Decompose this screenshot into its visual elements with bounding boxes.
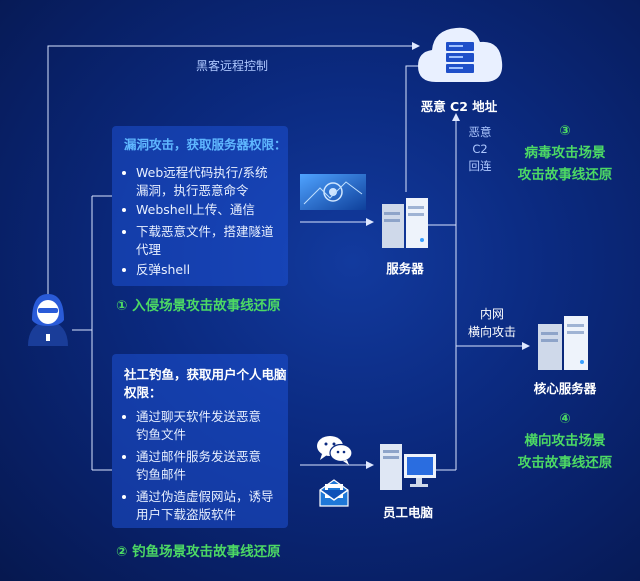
c2-callback-label: 恶意 C2 回连 [468, 125, 492, 173]
scene-phishing: ② 钓鱼场景攻击故事线还原 [116, 544, 281, 560]
phishing-item-1: 通过聊天软件发送恶意 钓鱼文件 [121, 409, 262, 442]
core-server-icon [538, 316, 588, 370]
lateral-attack-label: 内网 横向攻击 [467, 307, 516, 339]
c2-label: 恶意 C2 地址 [420, 99, 498, 114]
intrusion-item-3: 下载恶意文件，搭建隧道 代理 [122, 224, 274, 257]
intrusion-item-4: 反弹shell [121, 262, 191, 277]
intrusion-panel [112, 126, 288, 286]
core-server-label: 核心服务器 [533, 381, 597, 396]
scene-intrusion: ① 入侵场景攻击故事线还原 [116, 298, 281, 314]
hacker-icon [28, 294, 68, 346]
scene-virus: ③ 病毒攻击场景 攻击故事线还原 [517, 123, 613, 183]
phishing-panel [112, 354, 288, 528]
phishing-item-3: 通过伪造虚假网站，诱导 用户下载盗版软件 [122, 489, 274, 522]
remote-control-label: 黑客远程控制 [196, 59, 269, 73]
intrusion-item-2: Webshell上传、通信 [122, 202, 255, 217]
phishing-panel-title: 社工钓鱼，获取用户个人电脑 权限： [124, 367, 287, 400]
pc-icon [380, 444, 436, 490]
remote-control-line [47, 42, 420, 300]
scene-lateral: ④ 横向攻击场景 攻击故事线还原 [517, 411, 613, 471]
server-label: 服务器 [386, 261, 424, 276]
cloud-server-icon [418, 27, 503, 82]
wechat-icon [317, 436, 353, 465]
email-icon [319, 479, 349, 507]
server-icon [382, 198, 428, 248]
phishing-item-2: 通过邮件服务发送恶意 钓鱼邮件 [121, 449, 262, 482]
intrusion-panel-title: 漏洞攻击，获取服务器权限： [124, 137, 287, 152]
network-image [300, 174, 366, 210]
intrusion-item-1: Web远程代码执行/系统 漏洞，执行恶意命令 [121, 165, 268, 198]
employee-pc-label: 员工电脑 [382, 505, 433, 520]
